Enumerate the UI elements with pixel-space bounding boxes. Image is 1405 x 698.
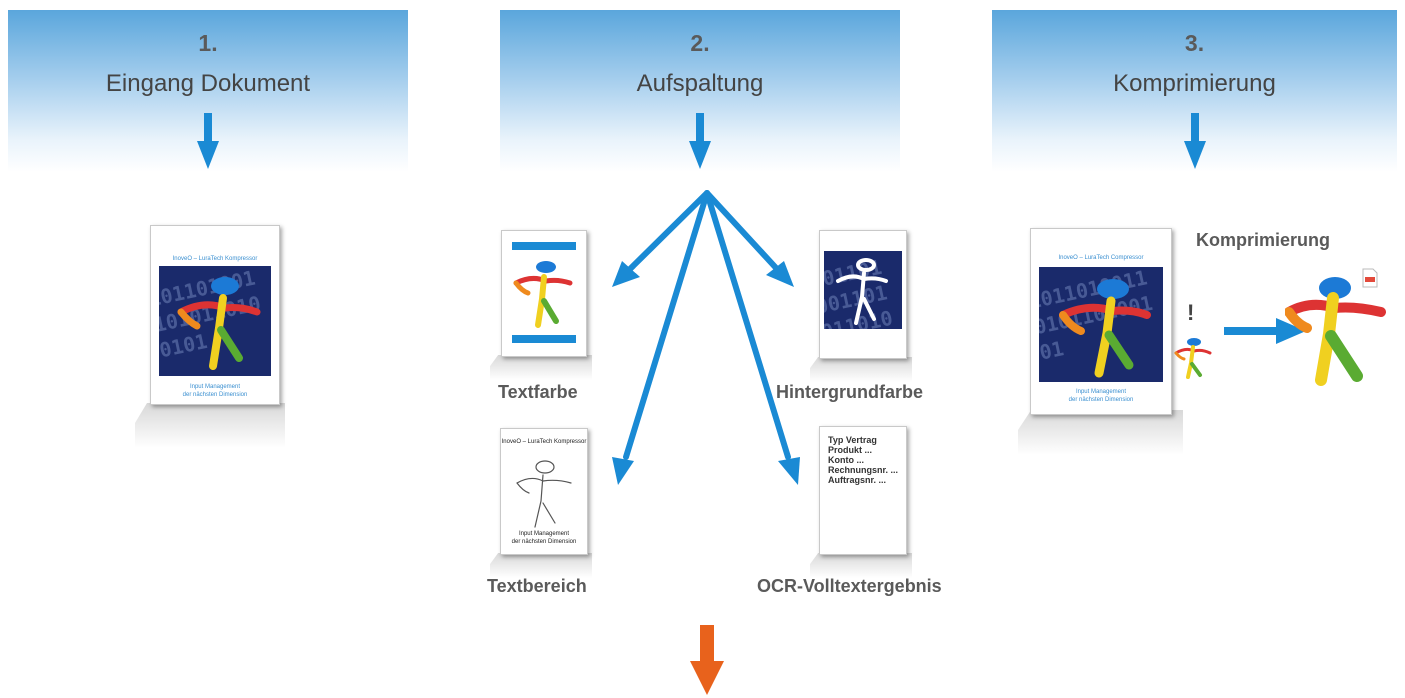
- step-1-number: 1.: [198, 30, 218, 56]
- document-reflection: [490, 553, 592, 578]
- down-arrow-icon: [689, 113, 711, 169]
- ocr-text-lines: Typ Vertrag Produkt ... Konto ... Rechnu…: [828, 435, 898, 485]
- document-reflection: [1018, 410, 1183, 455]
- ocr-line: Typ Vertrag: [828, 435, 877, 445]
- stick-figure-icon: [177, 277, 261, 370]
- pdf-file-icon: [1362, 268, 1378, 288]
- textfarbe-document: [501, 230, 587, 357]
- doc-footer-line-1: Input Management: [189, 384, 241, 390]
- doc-cover-image: [159, 266, 271, 376]
- arrow-to-ocr: [704, 190, 791, 460]
- compressed-source-document: InoveO – LuraTech Compressor Input Manag…: [1030, 228, 1172, 415]
- blue-bar-bottom: [512, 335, 576, 343]
- ocr-line: Produkt ...: [828, 445, 873, 455]
- document-reflection: [810, 357, 912, 382]
- hintergrundfarbe-document: [819, 230, 907, 359]
- exclamation-mark: !: [1187, 300, 1195, 325]
- label-textbereich: Textbereich: [487, 576, 587, 596]
- label-hintergrundfarbe: Hintergrundfarbe: [776, 382, 924, 402]
- arrow-to-hintergrundfarbe: [704, 190, 780, 272]
- small-figure-icon: [1174, 338, 1212, 379]
- step-3-header: 3. Komprimierung: [992, 10, 1397, 172]
- step-3-title: Komprimierung: [1113, 70, 1276, 97]
- doc-footer-line-2: der nächsten Dimension: [511, 539, 577, 545]
- ocr-line: Auftragsnr. ...: [828, 475, 887, 485]
- down-arrow-orange-icon: [690, 625, 724, 695]
- label-ocr: OCR-Volltextergebnis: [757, 576, 942, 596]
- down-arrow-icon: [197, 113, 219, 169]
- input-document: InoveO – LuraTech Kompressor Input Manag…: [150, 225, 280, 405]
- doc-footer-line-2: der nächsten Dimension: [1068, 397, 1134, 403]
- doc-header-text: InoveO – LuraTech Kompressor: [501, 439, 587, 445]
- step-1-title: Eingang Dokument: [105, 70, 311, 97]
- down-arrow-icon: [1183, 113, 1206, 169]
- doc-header-text: InoveO – LuraTech Kompressor: [172, 256, 258, 262]
- step-1-header: 1. Eingang Dokument: [8, 10, 408, 172]
- arrow-to-textfarbe: [625, 190, 710, 274]
- step-2-title: Aufspaltung: [636, 70, 764, 97]
- stick-figure-icon: [1059, 279, 1151, 378]
- blue-bar-top: [512, 242, 576, 250]
- doc-header-text: InoveO – LuraTech Compressor: [1058, 255, 1144, 261]
- step-2-header: 2. Aufspaltung: [500, 10, 900, 172]
- stick-figure-outline-icon: [836, 258, 888, 325]
- document-reflection: [490, 355, 592, 380]
- document-reflection: [135, 403, 285, 448]
- split-arrows: [612, 190, 800, 485]
- right-arrow-icon: [1224, 318, 1306, 344]
- label-textfarbe: Textfarbe: [498, 382, 578, 402]
- doc-footer-line-1: Input Management: [1075, 389, 1127, 395]
- stick-figure-icon: [513, 261, 573, 328]
- doc-footer-line-2: der nächsten Dimension: [182, 392, 248, 398]
- ocr-line: Rechnungsnr. ...: [828, 465, 899, 475]
- doc-footer-line-1: Input Management: [518, 531, 570, 537]
- step-3-number: 3.: [1184, 30, 1205, 56]
- large-figure-icon: [1285, 277, 1386, 386]
- step-2-number: 2.: [690, 30, 710, 56]
- ocr-document: Typ Vertrag Produkt ... Konto ... Rechnu…: [819, 426, 907, 555]
- arrow-to-textbereich: [623, 190, 710, 460]
- ocr-line: Konto ...: [828, 455, 864, 465]
- background-cover-image: [824, 251, 902, 329]
- stick-figure-sketch-icon: [516, 460, 572, 528]
- label-komprimierung: Komprimierung: [1196, 230, 1331, 250]
- document-reflection: [810, 553, 912, 578]
- textbereich-document: InoveO – LuraTech Kompressor Input Manag…: [500, 428, 588, 555]
- doc-cover-image: [1039, 267, 1163, 382]
